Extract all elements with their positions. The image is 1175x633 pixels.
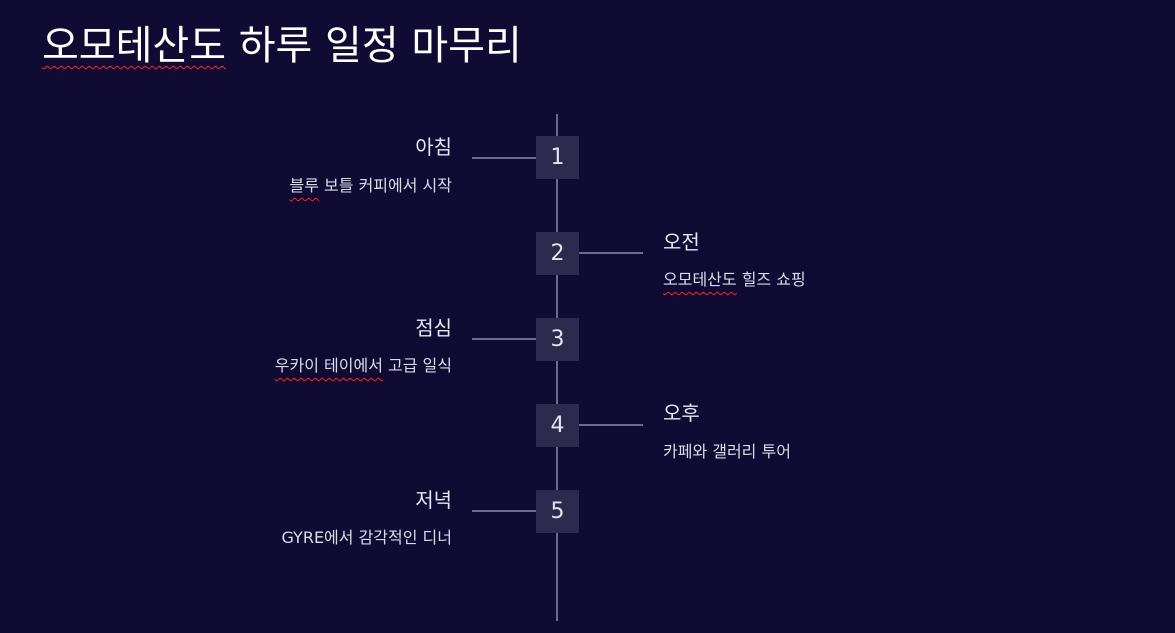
desc-text-4: 카페와 갤러리 투어 [663, 442, 791, 461]
step-label-3: 점심 [415, 316, 452, 340]
desc-text-5: GYRE에서 감각적인 디너 [281, 528, 452, 547]
step-desc-2: 오모테산도 힐즈 쇼핑 [663, 269, 806, 291]
step-desc-1: 블루 보틀 커피에서 시작 [290, 175, 452, 197]
desc-spellcheck-word-3: 우카이 테이에서 [274, 356, 383, 375]
step-label-4: 오후 [663, 401, 700, 425]
desc-text-2: 힐즈 쇼핑 [736, 270, 806, 289]
slide-title: 오모테산도 하루 일정 마무리 [42, 18, 522, 74]
step-label-5: 저녁 [415, 488, 452, 512]
step-desc-3: 우카이 테이에서 고급 일식 [275, 355, 452, 377]
step-label-1: 아침 [415, 135, 452, 159]
connector-1 [472, 157, 536, 159]
connector-4 [579, 424, 643, 426]
step-badge-4: 4 [536, 404, 579, 447]
step-desc-5: GYRE에서 감각적인 디너 [281, 527, 452, 549]
title-spellcheck-word: 오모테산도 [42, 23, 226, 69]
step-desc-4: 카페와 갤러리 투어 [663, 441, 791, 463]
step-badge-3: 3 [536, 318, 579, 361]
step-badge-1: 1 [536, 136, 579, 179]
title-text: 하루 일정 마무리 [226, 23, 522, 69]
connector-3 [472, 338, 536, 340]
desc-text-3: 고급 일식 [382, 356, 452, 375]
connector-5 [472, 510, 536, 512]
desc-spellcheck-word-2: 오모테산도 [663, 270, 737, 289]
step-label-2: 오전 [663, 230, 700, 254]
connector-2 [579, 252, 643, 254]
desc-spellcheck-word-1: 블루 [289, 176, 319, 195]
step-badge-2: 2 [536, 232, 579, 275]
desc-text-1: 보틀 커피에서 시작 [318, 176, 452, 195]
step-badge-5: 5 [536, 490, 579, 533]
timeline-line [556, 114, 558, 621]
